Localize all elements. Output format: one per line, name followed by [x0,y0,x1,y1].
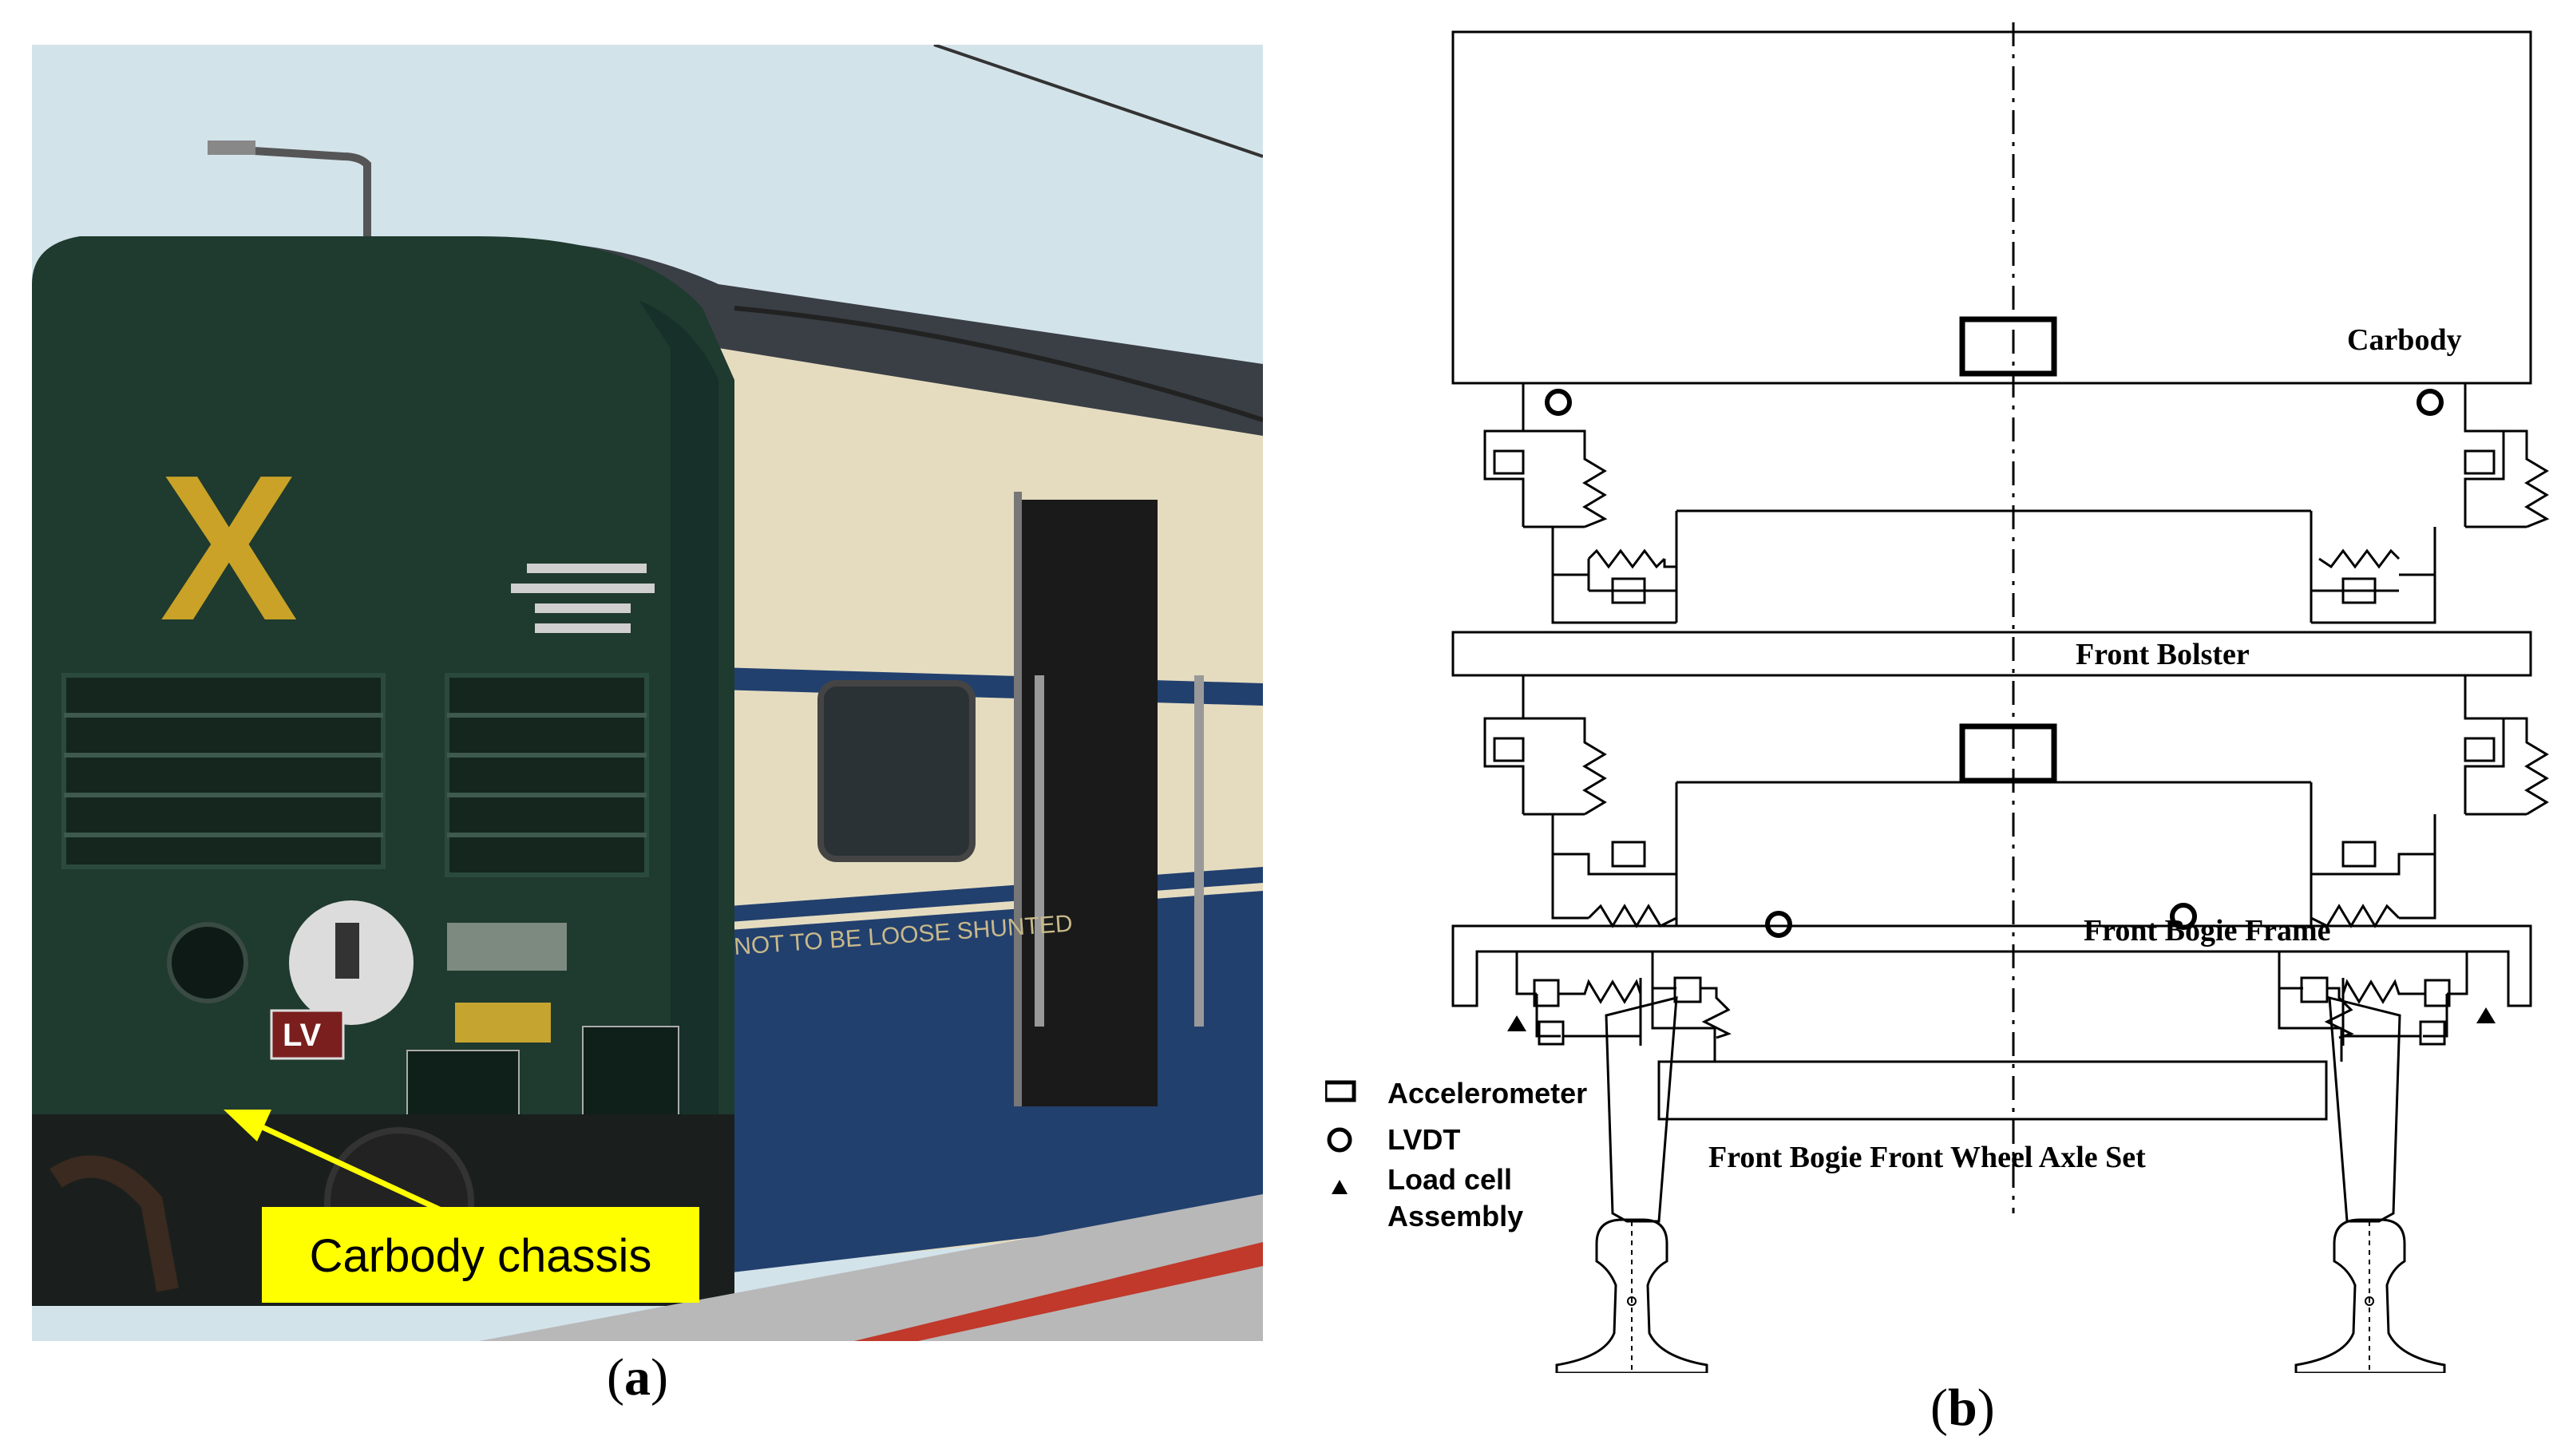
inner-suspension-right [2278,952,2354,1062]
legend-load-cell-symbol [1332,1180,1348,1194]
bolster-suspension-left [1483,675,1678,928]
coupler-hose [49,1155,179,1292]
door-frame [1014,492,1022,1106]
rail-right [2294,1218,2446,1373]
schematic-panel-b: Carbody Front Bolster [1325,22,2550,1373]
legend-load-cell-label-1: Load cell [1387,1163,1512,1196]
secondary-suspension-left [1483,383,1678,624]
caption-b: (b) [1930,1379,1995,1437]
axlebox-suspension-left [1515,952,1642,1046]
legend-load-cell-label-2: Assembly [1387,1200,1523,1232]
lvdt-carbody-right [2417,389,2444,416]
inner-suspension-left [1651,952,1732,1062]
axle [1657,1060,2328,1121]
louver-left [61,673,386,869]
disc-handle [335,923,359,979]
front-bogie-frame [1451,924,2532,1007]
stencil-plate-2 [582,1026,679,1123]
secondary-suspension-right [2310,383,2550,624]
yellow-plate [455,1003,551,1043]
lvdt-bogie-right [2170,903,2197,930]
legend: Accelerometer LVDT Load cell Assembly [1325,1077,1587,1232]
load-cell-left [1507,1015,1526,1031]
end-wall-shade [639,300,718,1274]
bolster-suspension-right [2310,675,2549,928]
carbody-label: Carbody [2347,323,2462,357]
overhead-wire [933,45,1263,158]
carbody-box [1451,30,2532,385]
legend-lvdt-label: LVDT [1387,1123,1460,1156]
caption-a: (a) [607,1348,668,1407]
platform-red-edge [854,1242,1263,1341]
legend-accelerometer-label: Accelerometer [1387,1077,1587,1110]
roof-rib [734,306,1263,422]
wheel-left [1605,996,1678,1223]
lamp-post [215,144,371,236]
tail-lamp [167,922,248,1003]
side-window [817,680,976,862]
lamp-head [208,140,255,155]
lv-plate [270,1009,345,1060]
accelerometer-carbody [1959,316,2057,377]
rail-left [1555,1218,1708,1373]
photo-panel-a: NOT TO BE LOOSE SHUNTED X [32,45,1263,1341]
caption-a-letter: a [623,1348,651,1407]
control-box [447,923,567,971]
lvdt-bogie-left [1765,911,1792,938]
callout-text: Carbody chassis [310,1230,652,1282]
front-bolster-box [1451,631,2532,677]
caption-b-letter: b [1947,1379,1977,1437]
legend-accelerometer-symbol [1325,1080,1356,1102]
axlebox-suspension-right [2341,952,2468,1046]
coach-letter-x: X [160,433,299,664]
lvdt-carbody-left [1545,389,1572,416]
stencil-block [511,564,655,633]
callout-box [262,1207,699,1303]
front-bogie-frame-label: Front Bogie Frame [2084,914,2331,948]
front-bolster-label: Front Bolster [2076,638,2250,671]
louver-right [445,673,649,877]
load-cell-right [2476,1007,2496,1023]
legend-lvdt-symbol [1327,1127,1352,1153]
door-opening [1022,500,1158,1106]
accelerometer-bogie [1959,723,2057,784]
wheel-axle-set-label: Front Bogie Front Wheel Axle Set [1708,1141,2146,1174]
lv-plate-text: LV [283,1018,321,1053]
wheel-right [2328,996,2401,1223]
stencil-plate-1 [406,1050,520,1123]
